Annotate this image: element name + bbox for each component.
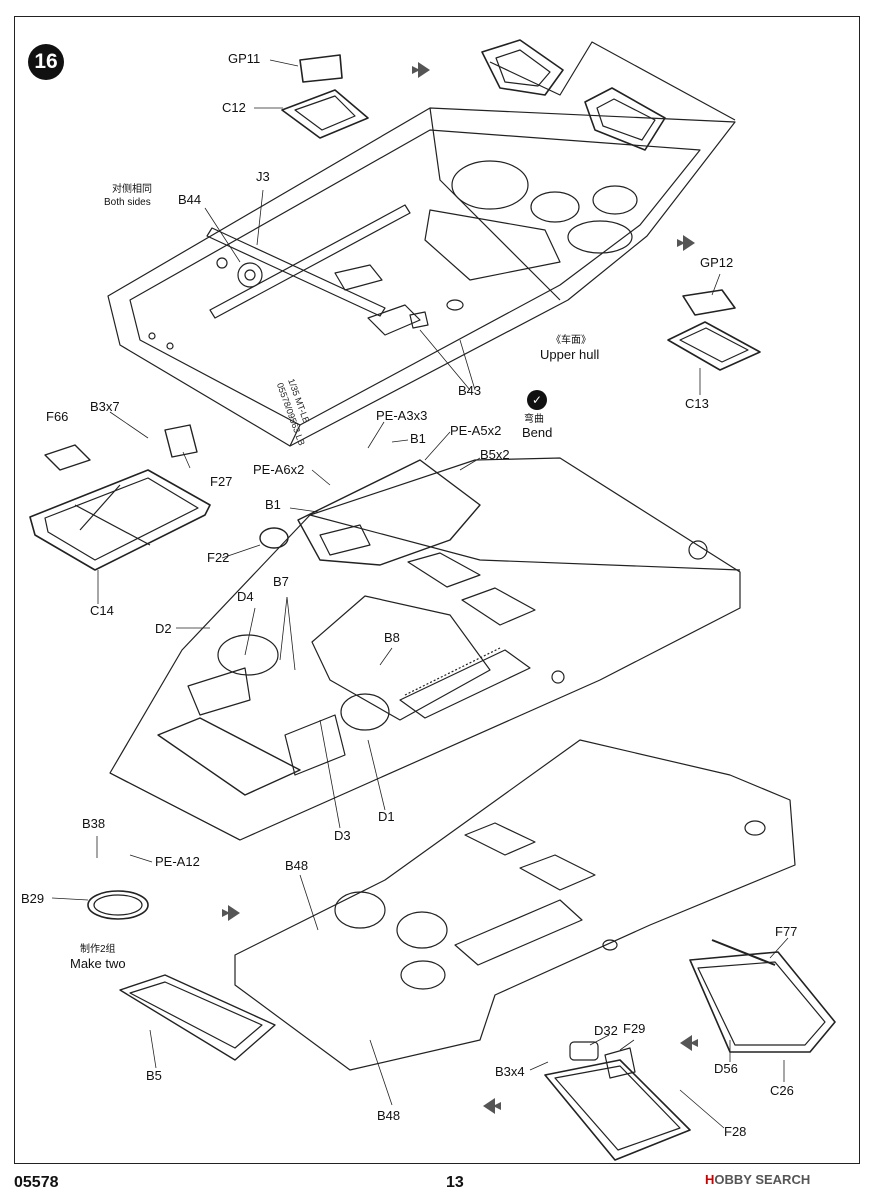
label-f22: F22 [207,550,230,565]
gp11-c12-drawing [281,54,369,139]
note-upper-hull-en: Upper hull [540,347,600,362]
label-d1: D1 [378,809,395,824]
label-b5: B5 [146,1068,162,1083]
label-d56: D56 [714,1061,738,1076]
label-f77: F77 [775,924,798,939]
page-number: 13 [446,1174,464,1191]
label-f27: F27 [210,474,233,489]
label-b29: B29 [21,891,45,906]
label-d2: D2 [155,621,172,636]
label-b3x4: B3x4 [495,1064,525,1079]
label-b43: B43 [458,383,482,398]
label-pe-a5x2: PE-A5x2 [450,423,502,438]
bend-icon: ✓ [527,390,547,410]
label-c12: C12 [222,100,246,115]
note-bend-en: Bend [522,425,553,440]
watermark: HOBBY SEARCH [705,1172,810,1187]
label-f28: F28 [724,1124,747,1139]
label-pe-a3x3: PE-A3x3 [376,408,428,423]
label-pe-a12: PE-A12 [155,854,200,869]
page-frame [14,16,860,1164]
label-pe-a6x2: PE-A6x2 [253,462,305,477]
label-b5x2: B5x2 [480,447,510,462]
upper-hull-drawing [107,39,736,447]
middle-hull-drawing [109,457,741,841]
label-c14: C14 [90,603,114,618]
label-b7: B7 [273,574,289,589]
label-b48-bottom: B48 [377,1108,401,1123]
note-bend-cn: 弯曲 [524,414,544,425]
kit-number: 05578 [14,1174,59,1191]
label-c13: C13 [685,396,709,411]
note-both-sides-cn: 对侧相同 [112,184,152,195]
note-make-two-cn: 制作2组 [80,944,116,955]
label-c26: C26 [770,1083,794,1098]
note-upper-hull-cn: 《车面》 [551,335,591,346]
label-d3: D3 [334,828,351,843]
hull-marking: 1/35 MT-LB 05578/09563 LB [275,377,312,447]
label-b3x7: B3x7 [90,399,120,414]
label-f29: F29 [623,1021,646,1036]
note-both-sides-en: Both sides [104,197,151,208]
label-b1-top: B1 [410,431,426,446]
label-gp12: GP12 [700,255,734,270]
note-make-two-en: Make two [70,956,126,971]
lower-hull-drawing [119,739,796,1071]
label-b44: B44 [178,192,202,207]
watermark-brand-a: H [705,1172,715,1187]
label-b1-left: B1 [265,497,281,512]
label-gp11: GP11 [228,51,261,66]
label-b8: B8 [384,630,400,645]
label-b48-top: B48 [285,858,309,873]
label-f66: F66 [46,409,69,424]
label-d32: D32 [594,1023,618,1038]
label-b38: B38 [82,816,106,831]
c14-hatch-drawing [29,424,211,571]
step-number-badge: 16 [28,44,64,80]
label-j3: J3 [256,169,270,184]
label-d4: D4 [237,589,254,604]
gp12-c13-drawing [667,289,761,371]
watermark-brand-b: OBBY SEARCH [714,1172,811,1187]
